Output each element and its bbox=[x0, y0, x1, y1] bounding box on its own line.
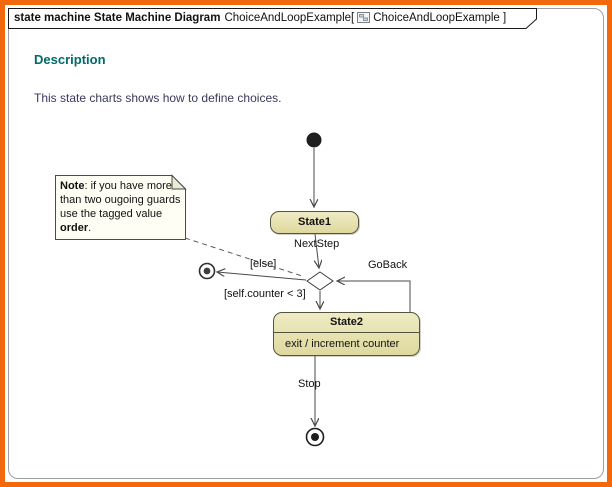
note-bold-lead: Note bbox=[60, 180, 85, 192]
final-state-else-inner bbox=[203, 267, 211, 275]
description-body: This state charts shows how to define ch… bbox=[34, 91, 282, 105]
note-text[interactable]: Note: if you have more than two ougoing … bbox=[60, 179, 184, 235]
transition-else[interactable] bbox=[217, 272, 307, 281]
description-heading: Description bbox=[34, 52, 106, 67]
transition-label-stop[interactable]: Stop bbox=[298, 378, 321, 390]
transition-label-goback[interactable]: GoBack bbox=[368, 259, 408, 271]
transition-label-nextstep[interactable]: NextStep bbox=[294, 238, 340, 250]
state1-title: State1 bbox=[297, 216, 332, 228]
state-node-state1[interactable]: State1 bbox=[270, 211, 359, 234]
frame-name-label: ChoiceAndLoopExample[ bbox=[224, 12, 355, 24]
state-node-state2[interactable]: State2 exit / increment counter bbox=[273, 312, 420, 356]
note-anchor-line bbox=[184, 237, 303, 277]
note-text-end: . bbox=[88, 222, 92, 234]
transition-nextstep[interactable] bbox=[315, 233, 319, 268]
transition-label-else[interactable]: [else] bbox=[250, 258, 277, 270]
final-state-bottom-inner bbox=[311, 433, 319, 441]
note-text-mid: : if you have more than two ougoing guar… bbox=[60, 180, 181, 220]
state2-internal-action: exit / increment counter bbox=[285, 338, 400, 350]
transition-label-counter-guard[interactable]: [self.counter < 3] bbox=[224, 288, 306, 300]
note-shape[interactable] bbox=[55, 175, 186, 240]
note-fold-corner bbox=[171, 174, 187, 190]
diagram-frame-border bbox=[8, 8, 604, 479]
note-bold-order: order bbox=[60, 222, 89, 234]
initial-state-node[interactable] bbox=[306, 132, 322, 148]
frame-kind-label: state machine State Machine Diagram bbox=[14, 12, 221, 24]
transition-goback[interactable] bbox=[337, 281, 411, 312]
frame-header-shape bbox=[8, 8, 537, 29]
frame-ref-label: ChoiceAndLoopExample ] bbox=[373, 12, 507, 24]
choice-node[interactable] bbox=[306, 271, 334, 291]
state-machine-diagram-icon bbox=[357, 10, 371, 30]
state2-title: State2 bbox=[274, 313, 419, 333]
